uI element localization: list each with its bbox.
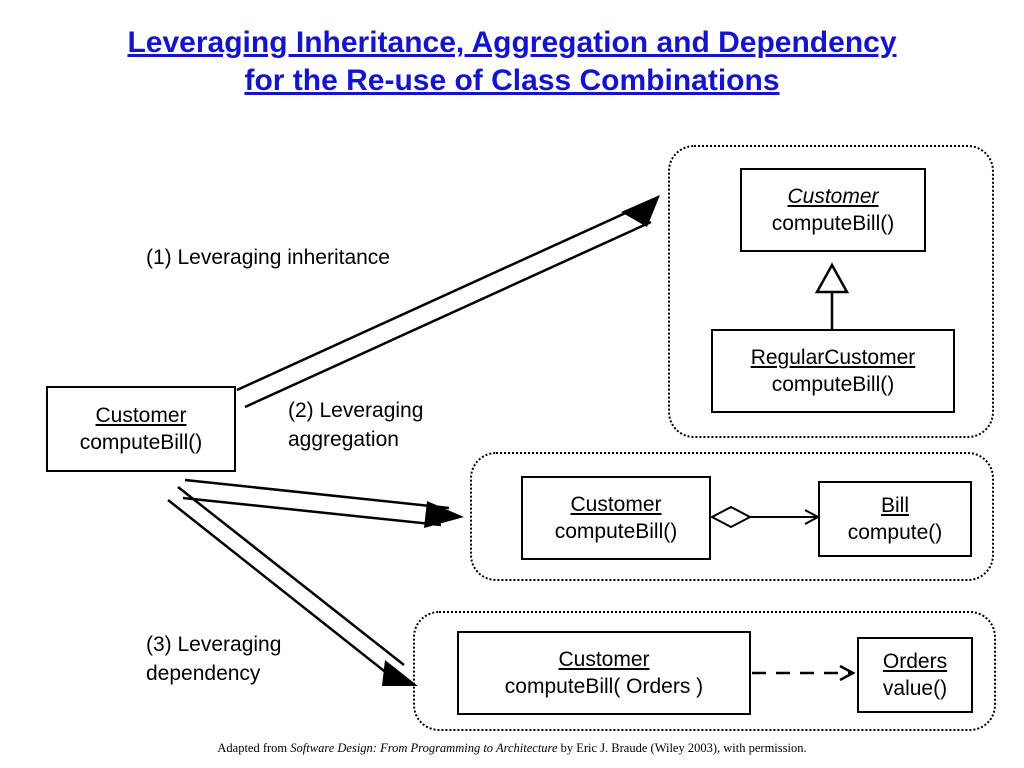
page-title-line-1: Leveraging Inheritance, Aggregation and …: [127, 26, 897, 59]
dependency-group: [413, 611, 996, 731]
source-class-operation: computeBill(): [79, 431, 203, 454]
footnote-book-title: Software Design: From Programming to Arc…: [290, 741, 558, 755]
inheritance-subclass-box[interactable]: RegularCustomer computeBill(): [711, 329, 955, 413]
dependency-supplier-name: Orders: [882, 650, 948, 673]
dependency-client-name: Customer: [558, 648, 650, 671]
footnote-prefix: Adapted from: [217, 741, 291, 755]
page-title-line-2: for the Re-use of Class Combinations: [244, 64, 780, 97]
aggregation-part-operation: compute(): [847, 521, 943, 544]
aggregation-whole-box[interactable]: Customer computeBill(): [521, 476, 711, 560]
source-class-box[interactable]: Customer computeBill(): [46, 386, 236, 472]
dependency-supplier-operation: value(): [882, 677, 948, 700]
aggregation-part-name: Bill: [880, 494, 909, 517]
inheritance-superclass-box[interactable]: Customer computeBill(): [740, 168, 926, 252]
leverage-arrow-inheritance: [236, 195, 660, 409]
dependency-connector: [752, 664, 856, 682]
inheritance-superclass-operation: computeBill(): [771, 212, 895, 235]
inheritance-superclass-name: Customer: [787, 185, 879, 208]
dependency-supplier-box[interactable]: Orders value(): [857, 637, 973, 713]
page-title: Leveraging Inheritance, Aggregation and …: [0, 24, 1024, 100]
caption-dependency: (3) Leveraging dependency: [146, 633, 282, 685]
generalization-connector: [814, 262, 850, 330]
leverage-arrow-aggregation: [182, 478, 464, 528]
inheritance-group: [668, 145, 994, 438]
caption-aggregation: (2) Leveraging aggregation: [288, 399, 424, 451]
inheritance-subclass-name: RegularCustomer: [750, 346, 916, 369]
footnote-suffix: by Eric J. Braude (Wiley 2003), with per…: [557, 741, 807, 755]
source-class-name: Customer: [95, 404, 187, 427]
aggregation-group: [470, 452, 994, 581]
aggregation-whole-name: Customer: [570, 493, 662, 516]
dependency-client-box[interactable]: Customer computeBill( Orders ): [457, 631, 751, 715]
aggregation-part-box[interactable]: Bill compute(): [818, 481, 972, 557]
caption-inheritance: (1) Leveraging inheritance: [146, 246, 390, 269]
inheritance-subclass-operation: computeBill(): [771, 373, 895, 396]
dependency-client-operation: computeBill( Orders ): [504, 675, 704, 698]
aggregation-connector: [709, 505, 821, 529]
aggregation-whole-operation: computeBill(): [554, 520, 678, 543]
leverage-arrow-dependency: [167, 486, 418, 686]
attribution-footnote: Adapted from Software Design: From Progr…: [0, 741, 1024, 756]
